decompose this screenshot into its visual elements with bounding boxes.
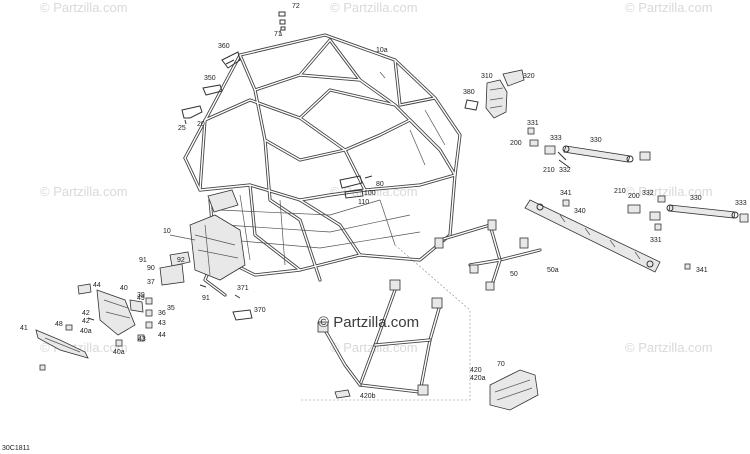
callout: 42 — [82, 310, 90, 317]
callout: 20 — [197, 121, 205, 128]
part-40a — [39, 364, 46, 371]
callout: 200 — [510, 140, 522, 147]
callout: 380 — [463, 89, 475, 96]
callout: 36 — [158, 310, 166, 317]
callout: 91 — [202, 295, 210, 302]
part-44 — [77, 283, 92, 295]
callout: 43 — [158, 320, 166, 327]
part-42 — [87, 317, 95, 321]
watermark: © Partzilla.com — [40, 0, 128, 15]
roll-bar-420 — [317, 279, 443, 396]
callout: 330 — [690, 195, 702, 202]
plate-70 — [489, 369, 539, 411]
callout: 40 — [120, 285, 128, 292]
center-watermark: © Partzilla.com — [318, 314, 419, 331]
callout: 35 — [167, 305, 175, 312]
watermark: © Partzilla.com — [330, 0, 418, 15]
callout: 420 — [470, 367, 482, 374]
bar-330-lower — [627, 195, 749, 231]
mount-310 — [485, 79, 508, 119]
callout: 50 — [510, 271, 518, 278]
part-40a-b — [115, 339, 123, 347]
callout: 340 — [574, 208, 586, 215]
callout: 41 — [20, 325, 28, 332]
callout: 332 — [559, 167, 571, 174]
callout: 420b — [360, 393, 376, 400]
callout: 42 — [82, 318, 90, 325]
callout: 310 — [481, 73, 493, 80]
callout: 71 — [274, 31, 282, 38]
callout: 330 — [590, 137, 602, 144]
watermark: © Partzilla.com — [625, 184, 713, 199]
part-380 — [464, 99, 479, 111]
bracket-320 — [502, 69, 525, 87]
callout: 90 — [147, 265, 155, 272]
callout: 333 — [550, 135, 562, 142]
bracket-370 — [232, 309, 253, 321]
callout: 37 — [147, 279, 155, 286]
callout: 350 — [204, 75, 216, 82]
part-48 — [65, 324, 73, 331]
bracket-92 — [169, 251, 191, 267]
part-420b — [334, 389, 351, 399]
callout: 48 — [55, 321, 63, 328]
callout: 40a — [80, 328, 92, 335]
callout: 49 — [137, 295, 145, 302]
callout: 100 — [364, 190, 376, 197]
callout: 80 — [376, 181, 384, 188]
plate-41 — [35, 329, 89, 359]
watermark: © Partzilla.com — [625, 0, 713, 15]
part-341b — [684, 263, 691, 270]
watermark: © Partzilla.com — [40, 184, 128, 199]
bracket-20 — [181, 105, 203, 125]
callout: 92 — [177, 257, 185, 264]
callout: 110 — [358, 199, 369, 206]
brackets-80-110 — [339, 175, 373, 199]
dashed-boundary — [300, 244, 471, 401]
callout: 320 — [523, 73, 535, 80]
callout: 210 — [614, 188, 626, 195]
callout: 91 — [139, 257, 147, 264]
callout: 420a — [470, 375, 486, 382]
callout: 70 — [497, 361, 505, 368]
callout: 43 — [138, 336, 146, 343]
callout: 332 — [642, 190, 654, 197]
bar-330-upper — [527, 127, 651, 169]
watermark: © Partzilla.com — [625, 340, 713, 355]
callout-labels: 72 71 360 10a 350 25 20 310 320 380 331 … — [20, 3, 747, 400]
plate-90 — [159, 263, 185, 286]
bracket-360 — [221, 51, 241, 69]
callout: 341 — [560, 190, 572, 197]
callout: 72 — [292, 3, 300, 10]
callout: 39 — [137, 292, 145, 299]
callout: 40a — [113, 349, 125, 356]
callout: 44 — [158, 332, 166, 339]
callout: 370 — [254, 307, 266, 314]
arm-40 — [96, 289, 153, 342]
callout: 50a — [547, 267, 559, 274]
callout: 210 — [543, 167, 555, 174]
callout: 25 — [178, 125, 186, 132]
callout: 331 — [650, 237, 662, 244]
callout: 10 — [163, 228, 171, 235]
diagram-code: 30C1811 — [2, 445, 30, 452]
bar-340 — [524, 199, 661, 273]
part-371 — [234, 294, 241, 299]
callout: 10a — [376, 47, 388, 54]
callout: 333 — [735, 200, 747, 207]
callout: 371 — [237, 285, 249, 292]
part-91 — [199, 284, 207, 288]
brace-50 — [434, 219, 542, 291]
callout: 331 — [527, 120, 539, 127]
bracket-350 — [202, 84, 223, 96]
callout: 360 — [218, 43, 230, 50]
callout: 200 — [628, 193, 640, 200]
part-341 — [562, 199, 570, 207]
bolt-72-71 — [278, 11, 286, 31]
roll-cage-frame — [183, 33, 462, 297]
callout: 44 — [93, 282, 101, 289]
callout: 341 — [696, 267, 708, 274]
